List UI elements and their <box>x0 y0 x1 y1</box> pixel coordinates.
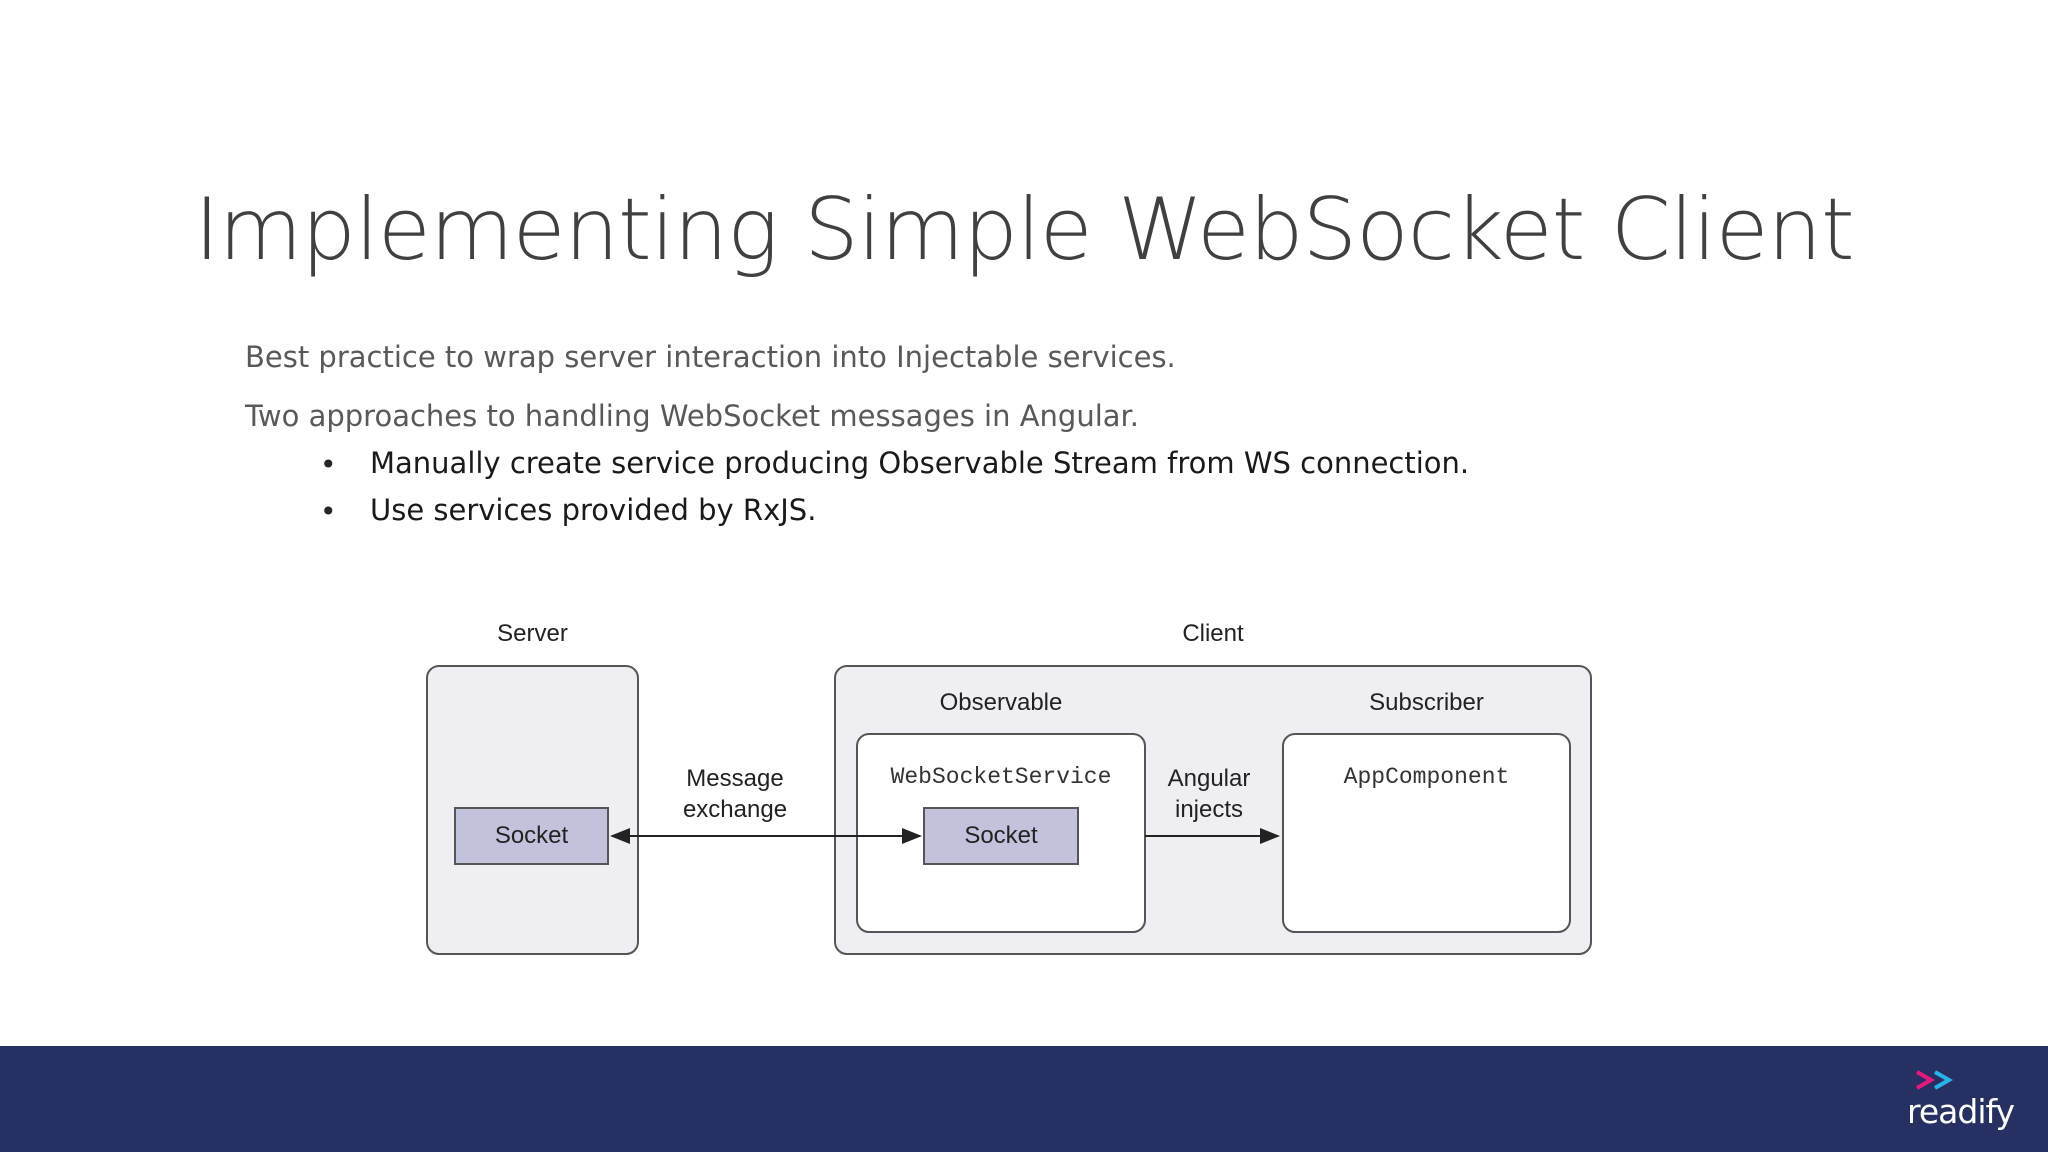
app-component-label: AppComponent <box>1343 764 1510 790</box>
bullet-marker-1: • <box>320 448 337 481</box>
client-socket-box <box>923 807 1079 865</box>
bullet-marker-2: • <box>320 495 337 528</box>
footer-bar <box>0 1046 2048 1152</box>
bullet-item-2: Use services provided by RxJS. <box>370 493 817 527</box>
message-exchange-label-line2: exchange <box>682 796 788 823</box>
bullet-item-1: Manually create service producing Observ… <box>370 446 1470 480</box>
subscriber-box <box>1282 733 1571 933</box>
subscriber-label: Subscriber <box>1369 689 1484 716</box>
paragraph-1: Best practice to wrap server interaction… <box>245 340 1176 374</box>
message-exchange-label-line1: Message <box>686 765 784 792</box>
observable-label: Observable <box>939 689 1063 716</box>
server-socket-label: Socket <box>494 822 569 849</box>
double-chevron-icon <box>1916 1070 1954 1090</box>
readify-logo: readify <box>1905 1066 2015 1136</box>
angular-injects-label-line2: injects <box>1174 796 1244 823</box>
server-socket-box <box>454 807 609 865</box>
paragraph-2: Two approaches to handling WebSocket mes… <box>245 399 1140 433</box>
logo-text: readify <box>1907 1092 2015 1131</box>
server-label: Server <box>497 620 568 647</box>
websocket-service-label: WebSocketService <box>890 764 1112 790</box>
client-label: Client <box>1182 620 1244 647</box>
angular-injects-label-line1: Angular <box>1167 765 1251 792</box>
client-socket-label: Socket <box>964 822 1038 849</box>
slide-title: Implementing Simple WebSocket Client <box>194 180 1854 280</box>
